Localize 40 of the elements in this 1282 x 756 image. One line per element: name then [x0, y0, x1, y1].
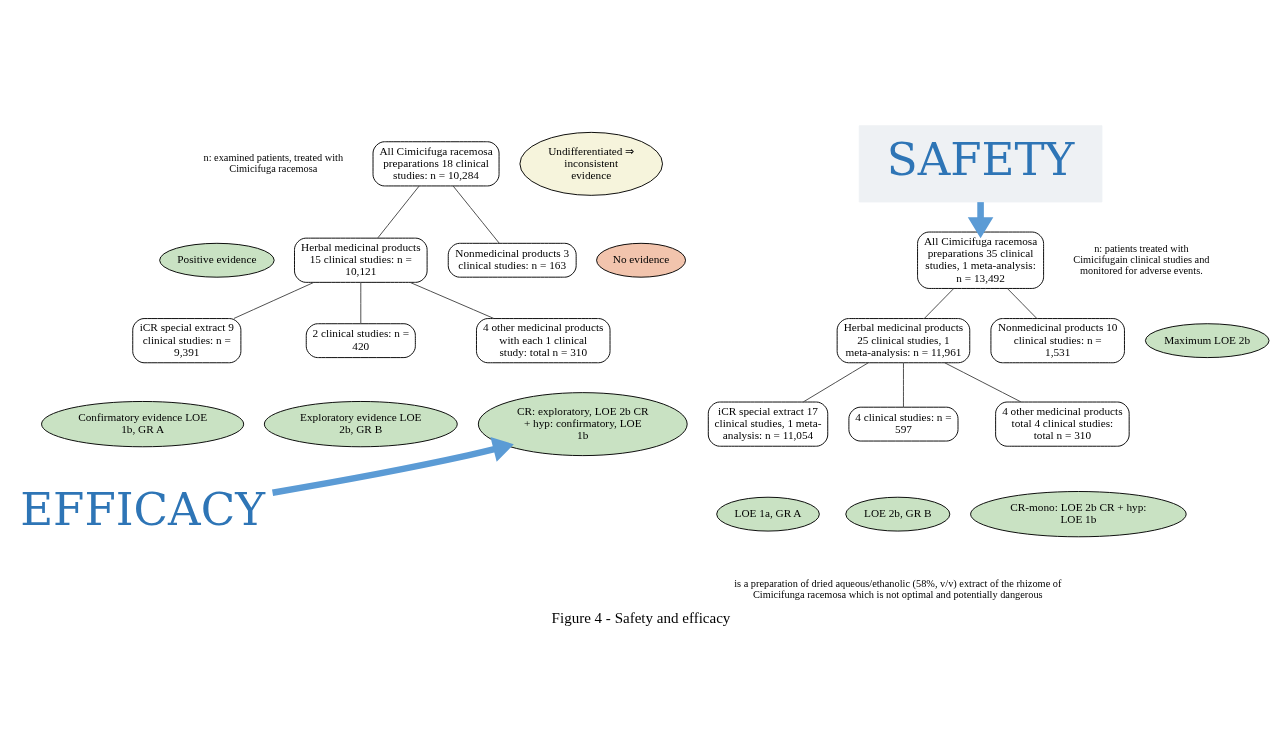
connector: [377, 185, 420, 238]
node-box: iCR special extract 17 clinical studies, 1 meta-analysis: n = 11,054: [707, 401, 829, 447]
node-ellipse: LOE 1a, GR A: [716, 496, 820, 532]
node-box: SAFETY: [858, 124, 1103, 202]
label: n: examined patients, treated with Cimicifuga racemosa: [203, 151, 344, 174]
connector: [233, 281, 315, 319]
label: n: patients treated with Cimicifugain clinical studies and monitored for adverse events.: [1073, 242, 1210, 276]
node-box: Nonmedicinal products 10 clinical studies: n = 1,531: [990, 317, 1125, 363]
node-box: Herbal medicinal products 15 clinical studies: n = 10,121: [294, 237, 428, 283]
node-ellipse: Positive evidence: [159, 242, 275, 278]
node-box: 4 other medicinal products with each 1 clinical study: total n = 310: [476, 317, 611, 363]
connector: [452, 185, 500, 244]
node-box: All Cimicifuga racemosa preparations 18 clinical studies: n = 10,284: [372, 140, 500, 186]
node-ellipse: CR: exploratory, LOE 2b CR + hyp: confirmatory, LOE 1b: [477, 391, 688, 456]
node-text: EFFICACY: [20, 482, 266, 536]
node-ellipse: Maximum LOE 2b: [1144, 322, 1270, 358]
node-ellipse: No evidence: [596, 242, 686, 278]
node-ellipse: CR-mono: LOE 2b CR + hyp: LOE 1b: [970, 490, 1187, 537]
node-ellipse: Exploratory evidence LOE 2b, GR B: [263, 400, 458, 447]
arrow: [967, 201, 994, 238]
node-box: Herbal medicinal products 25 clinical studies, 1 meta-analysis: n = 11,961: [836, 317, 971, 363]
node-box: All Cimicifuga racemosa preparations 35 clinical studies, 1 meta-analysis: n = 13,492: [917, 231, 1045, 289]
connector: [1007, 287, 1038, 319]
node-ellipse: Confirmatory evidence LOE 1b, GR A: [41, 400, 245, 447]
node-ellipse: Undifferentiated ⇒ inconsistent evidence: [519, 131, 663, 196]
connector: [924, 287, 955, 319]
caption: Figure 4 - Safety and efficacy: [551, 609, 731, 626]
connector: [360, 281, 362, 324]
node-ellipse: LOE 2b, GR B: [845, 496, 951, 532]
connector: [944, 361, 1022, 402]
node-box: iCR special extract 9 clinical studies: n = 9,391: [132, 317, 242, 363]
connector: [409, 281, 495, 319]
connector: [903, 362, 904, 407]
node-box: Nonmedicinal products 3 clinical studies: n = 163: [447, 242, 577, 278]
node-box: 2 clinical studies: n = 420: [305, 322, 416, 358]
arrow: [272, 436, 514, 496]
node-box: 4 clinical studies: n = 597: [848, 406, 959, 442]
label: is a preparation of dried aqueous/ethanolic (58%, v/v) extract of the rhizome of Cimicifunga racemosa which is not optimal and potentially dangerous: [734, 577, 1062, 600]
connector: [802, 361, 869, 402]
node-box: 4 other medicinal products total 4 clinical studies: total n = 310: [995, 401, 1130, 447]
